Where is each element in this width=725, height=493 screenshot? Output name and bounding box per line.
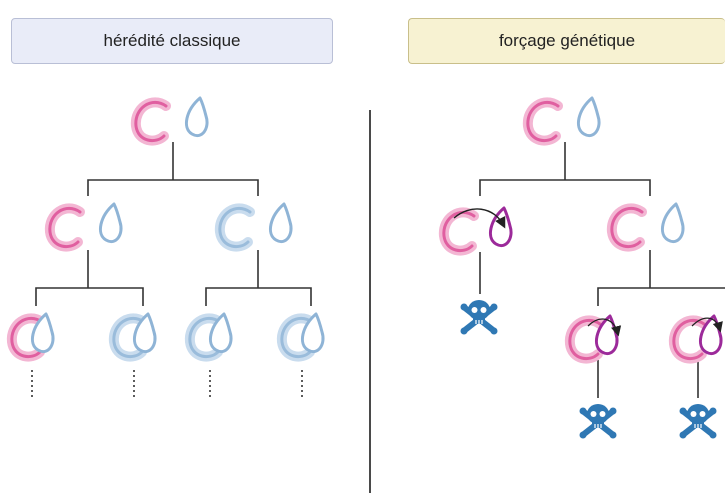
panel-title-left-label: hérédité classique [103, 31, 241, 50]
classical-tree-lines [31, 142, 312, 400]
chromosome-pair-icon [50, 202, 123, 247]
chromosome-pair-icon [570, 314, 619, 359]
gene-drive-tree-lines [479, 142, 725, 398]
chromosome-pair-icon [444, 206, 513, 251]
chromosome-pair-icon [12, 314, 53, 357]
skull-and-crossbones-icon [680, 404, 717, 439]
gene-drive-tree [444, 96, 725, 439]
panel-divider [369, 110, 371, 493]
curved-arrow-icon [453, 208, 506, 229]
panel-title-classical-inheritance: hérédité classique [11, 18, 333, 64]
chromosome-pair-icon [220, 202, 293, 247]
skull-and-crossbones-icon [461, 300, 498, 335]
chromosome-pair-icon [612, 202, 685, 247]
classical-inheritance-tree [12, 96, 323, 400]
chromosome-pair-icon [136, 96, 209, 141]
chromosome-pair-icon [674, 314, 723, 359]
curved-arrow-icon [587, 318, 622, 337]
chromosome-pair-icon [282, 314, 323, 357]
panel-title-right-label: forçage génétique [498, 31, 636, 50]
skull-and-crossbones-icon [580, 404, 617, 439]
chromosome-pair-icon [190, 314, 231, 357]
chromosome-pair-icon [114, 314, 155, 357]
curved-arrow-icon [691, 317, 723, 333]
chromosome-pair-icon [528, 96, 601, 141]
panel-title-gene-drive: forçage génétique [408, 18, 725, 64]
